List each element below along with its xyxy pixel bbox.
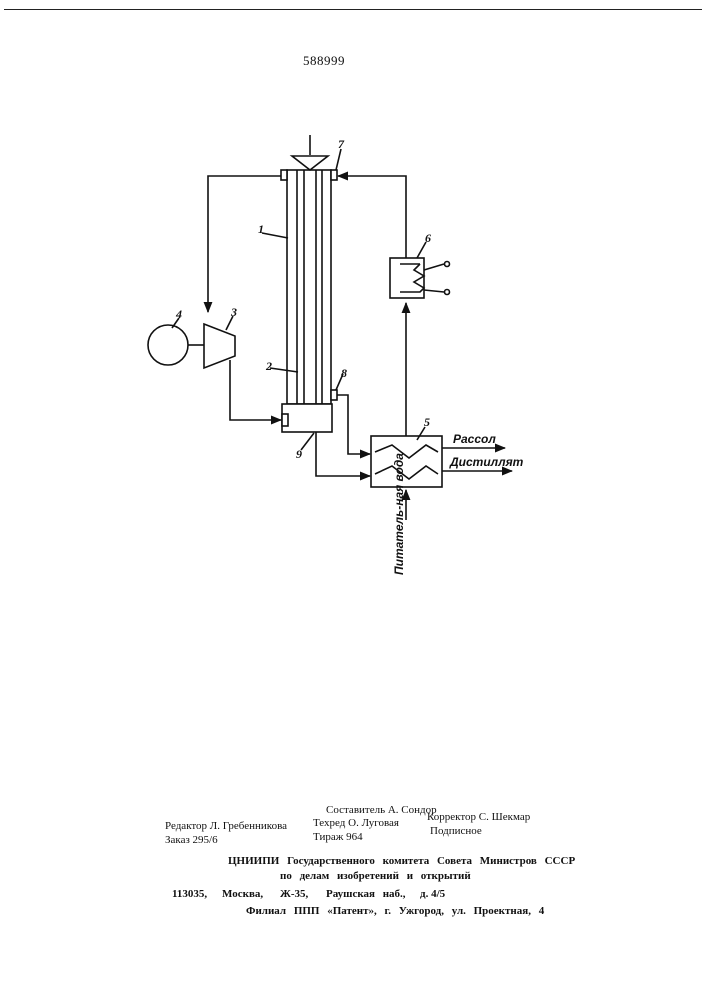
org-line-2: по делам изобретений и открытий	[280, 870, 471, 882]
callout-2: 2	[265, 359, 272, 373]
heated-line	[338, 176, 406, 258]
callout-4: 4	[175, 307, 182, 321]
vapor-line-top	[208, 176, 281, 312]
compiler: Составитель А. Сондор	[326, 804, 437, 816]
callout-6: 6	[425, 231, 431, 245]
port-8	[331, 390, 337, 400]
callout-3: 3	[230, 305, 237, 319]
callout-7: 7	[338, 137, 345, 151]
output-brine-label: Рассол	[453, 432, 496, 446]
editor: Редактор Л. Гребенникова	[165, 820, 287, 832]
addr-index: 113035,	[172, 888, 207, 900]
callout-5: 5	[424, 415, 430, 429]
port-left-top	[281, 170, 287, 180]
callout-8: 8	[341, 366, 347, 380]
circulation: Тираж 964	[313, 831, 363, 843]
sump-inlet	[282, 414, 288, 426]
techred: Техред О. Луговая	[313, 817, 399, 829]
motor-4	[148, 325, 188, 365]
subscription: Подписное	[430, 825, 482, 837]
sump-9	[282, 404, 332, 432]
callout-1: 1	[258, 222, 264, 236]
callout-9: 9	[296, 447, 302, 461]
addr-zone: Ж-35,	[280, 888, 308, 900]
org-line-1: ЦНИИПИ Государственного комитета Совета …	[228, 855, 575, 867]
addr-street: Раушская наб.,	[326, 888, 406, 900]
addr-house: д. 4/5	[420, 888, 445, 900]
distributor-nozzle	[292, 156, 328, 170]
addr-city: Москва,	[222, 888, 263, 900]
heat-exchanger-5	[371, 436, 442, 487]
branch-line: Филиал ППП «Патент», г. Ужгород, ул. Про…	[246, 905, 544, 917]
column-1	[287, 170, 331, 404]
port-7	[331, 170, 337, 180]
output-distillate-label: Дистиллят	[449, 455, 524, 469]
corrector: Корректор С. Шекмар	[427, 811, 530, 823]
feed-water-label: Питатель-ная вода	[392, 453, 406, 575]
order: Заказ 295/6	[165, 834, 218, 846]
brine-to-hx	[337, 395, 370, 454]
